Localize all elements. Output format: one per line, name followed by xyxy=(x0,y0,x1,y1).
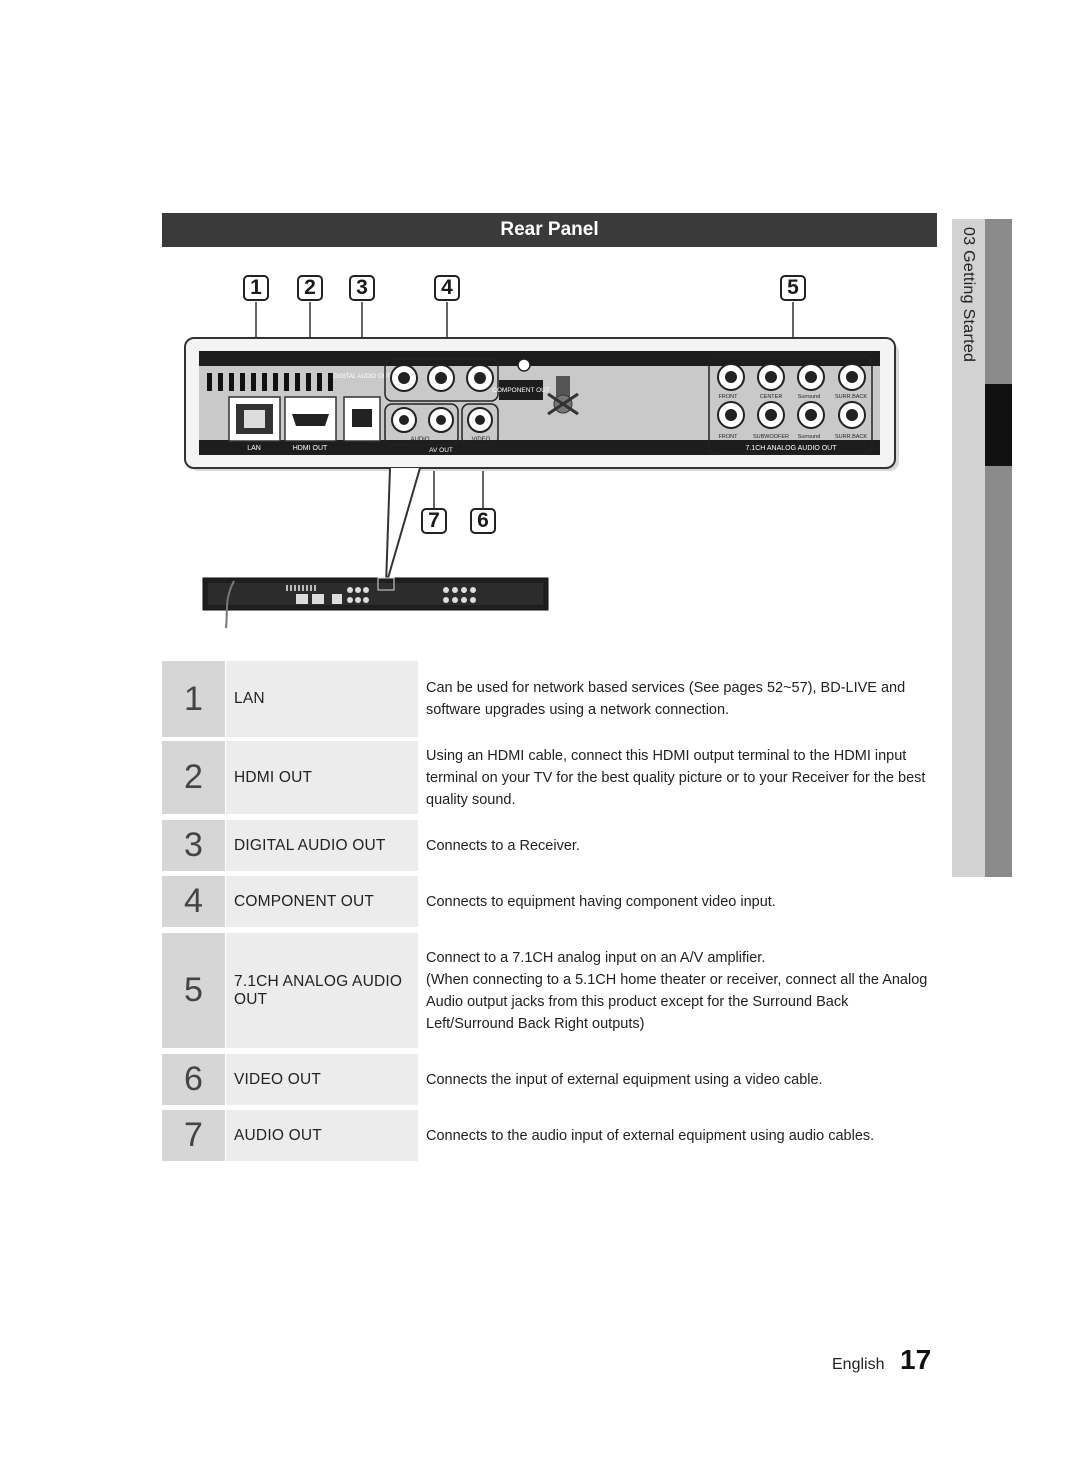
panel-label-center: CENTER xyxy=(760,394,783,400)
row-name: DIGITAL AUDIO OUT xyxy=(226,820,418,871)
screw-icon xyxy=(517,358,531,372)
row-name: HDMI OUT xyxy=(226,741,418,814)
panel-label-subwoofer: SUBWOOFER xyxy=(753,434,789,440)
analog-audio-out-jacks xyxy=(708,355,873,455)
row-number: 6 xyxy=(162,1054,225,1105)
lan-port xyxy=(228,396,281,442)
video-out-jack xyxy=(461,403,499,446)
row-name: COMPONENT OUT xyxy=(226,876,418,927)
row-number: 5 xyxy=(162,933,225,1048)
fan-bracket-icon xyxy=(547,376,579,416)
component-out-jacks xyxy=(384,358,499,402)
zoom-pointer xyxy=(385,467,421,586)
page-number: 17 xyxy=(900,1344,932,1375)
row-description: Connects to the audio input of external … xyxy=(426,1127,875,1144)
panel-label-surround-bottom: Surround xyxy=(798,434,821,440)
table-row: 3 DIGITAL AUDIO OUT Connects to a Receiv… xyxy=(162,820,937,871)
table-row: 4 COMPONENT OUT Connects to equipment ha… xyxy=(162,876,937,927)
callout-3: 3 xyxy=(349,275,375,301)
row-name: VIDEO OUT xyxy=(226,1054,418,1105)
panel-label-video: VIDEO xyxy=(472,437,491,443)
hdmi-port xyxy=(284,396,337,442)
table-row: 2 HDMI OUT Using an HDMI cable, connect … xyxy=(162,741,937,814)
panel-label-front-top: FRONT xyxy=(719,394,739,400)
callout-5: 5 xyxy=(780,275,806,301)
panel-label-component-out: COMPONENT OUT xyxy=(492,387,550,394)
row-number: 7 xyxy=(162,1110,225,1161)
row-number: 1 xyxy=(162,661,225,737)
callout-7: 7 xyxy=(421,508,447,534)
callout-1: 1 xyxy=(243,275,269,301)
row-description: Connects the input of external equipment… xyxy=(426,1071,823,1088)
panel-label-surr-back-bottom: SURR.BACK xyxy=(835,434,867,440)
chapter-tab-active-marker xyxy=(985,384,1012,466)
panel-label-optical: OPTICAL xyxy=(347,445,377,452)
table-row: 1 LAN Can be used for network based serv… xyxy=(162,661,937,737)
row-name: LAN xyxy=(226,661,418,737)
panel-label-front-bottom: FRONT xyxy=(719,434,739,440)
table-row: 7 AUDIO OUT Connects to the audio input … xyxy=(162,1110,937,1161)
panel-top-band xyxy=(199,351,880,366)
chapter-tab-label: 03 Getting Started xyxy=(960,227,977,363)
unit-rear-view xyxy=(202,577,549,629)
row-number: 4 xyxy=(162,876,225,927)
component-label-box xyxy=(499,380,543,400)
row-name: 7.1CH ANALOG AUDIO OUT xyxy=(226,933,418,1048)
rear-panel-diagram: LAN HDMI OUT DIGITAL AUDIO OUT OPTICAL C… xyxy=(184,302,899,629)
panel-label-lan: LAN xyxy=(247,445,261,452)
panel-label-av-out: AV OUT xyxy=(429,447,453,454)
panel-label-audio: AUDIO xyxy=(410,437,429,443)
row-description: Connect to a 7.1CH analog input on an A/… xyxy=(426,949,928,1032)
row-number: 3 xyxy=(162,820,225,871)
chapter-tab-strip xyxy=(985,219,1012,877)
callout-2: 2 xyxy=(297,275,323,301)
row-name: AUDIO OUT xyxy=(226,1110,418,1161)
footer-language: English xyxy=(832,1356,885,1373)
row-description: Connects to equipment having component v… xyxy=(426,893,776,910)
row-description: Connects to a Receiver. xyxy=(426,837,580,854)
audio-out-jacks xyxy=(384,403,459,446)
section-title: Rear Panel xyxy=(162,213,937,247)
callout-4: 4 xyxy=(434,275,460,301)
table-row: 6 VIDEO OUT Connects the input of extern… xyxy=(162,1054,937,1105)
row-number: 2 xyxy=(162,741,225,814)
chapter-tab: 03 Getting Started xyxy=(952,219,1012,877)
panel-label-digital-audio-out: DIGITAL AUDIO OUT xyxy=(333,374,391,380)
table-row: 5 7.1CH ANALOG AUDIO OUT Connect to a 7.… xyxy=(162,933,937,1048)
callout-6: 6 xyxy=(470,508,496,534)
panel-label-surr-back-top: SURR.BACK xyxy=(835,394,867,400)
panel-label-analog-out: 7.1CH ANALOG AUDIO OUT xyxy=(745,445,837,452)
panel-label-surround-top: Surround xyxy=(798,394,821,400)
panel-label-hdmi-out: HDMI OUT xyxy=(293,445,328,452)
panel-vents xyxy=(207,373,333,391)
row-description: Using an HDMI cable, connect this HDMI o… xyxy=(426,747,926,808)
row-description: Can be used for network based services (… xyxy=(426,680,906,718)
optical-port xyxy=(343,396,381,442)
